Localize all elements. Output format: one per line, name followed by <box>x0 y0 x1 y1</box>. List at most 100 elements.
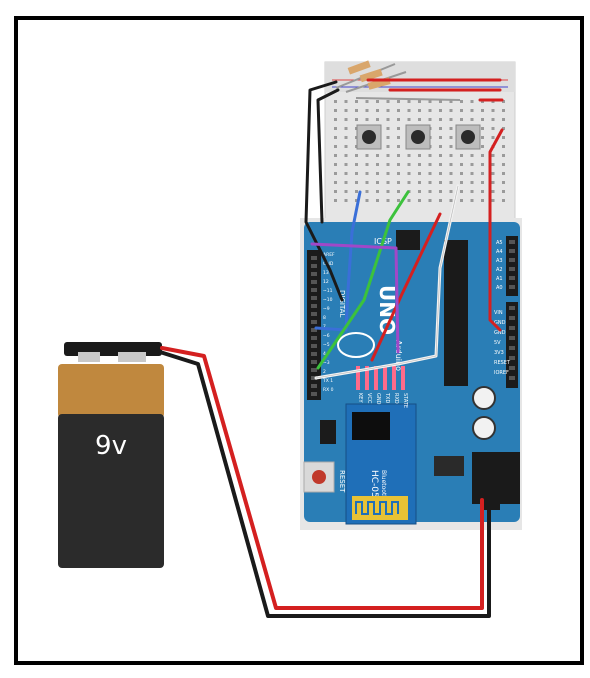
battery-label: 9v <box>95 431 127 461</box>
breadboard-hole <box>470 199 474 202</box>
capacitor-2 <box>472 416 496 440</box>
breadboard-hole <box>407 163 411 166</box>
breadboard-hole <box>418 100 421 103</box>
breadboard-hole <box>481 190 484 193</box>
hc05-pin <box>365 366 369 390</box>
header-pin <box>311 328 317 332</box>
breadboard-hole <box>491 163 495 166</box>
breadboard-hole <box>334 127 337 130</box>
breadboard-hole <box>502 145 505 148</box>
breadboard-hole <box>460 172 463 175</box>
breadboard-hole <box>470 118 474 121</box>
breadboard-hole <box>334 109 337 112</box>
breadboard-hole <box>344 145 348 148</box>
breadboard-hole <box>418 181 421 184</box>
breadboard-hole <box>491 190 495 193</box>
hc05-pin-label: TXD <box>384 392 390 403</box>
breadboard-hole <box>470 172 474 175</box>
breadboard-hole <box>481 118 484 121</box>
breadboard-hole <box>439 199 442 202</box>
reset-button[interactable]: RESET <box>303 461 346 493</box>
breadboard-hole <box>386 154 390 157</box>
reset-label: RESET <box>338 470 346 493</box>
breadboard-hole <box>365 109 369 112</box>
breadboard-hole <box>481 163 484 166</box>
header-pin <box>311 312 317 316</box>
breadboard-hole <box>502 190 505 193</box>
breadboard-hole <box>460 199 463 202</box>
breadboard-hole <box>502 127 505 130</box>
breadboard-hole <box>460 100 463 103</box>
power-pin <box>509 346 515 350</box>
breadboard-hole <box>365 154 369 157</box>
breadboard-hole <box>334 136 337 139</box>
breadboard-hole <box>386 172 390 175</box>
breadboard-hole <box>428 118 432 121</box>
header-pin <box>311 376 317 380</box>
breadboard-hole <box>470 163 474 166</box>
header-pin <box>311 392 317 396</box>
breadboard-hole <box>376 163 379 166</box>
power-pin-label: RESET <box>494 360 511 366</box>
wire-green <box>316 190 410 370</box>
breadboard-hole <box>502 154 505 157</box>
breadboard-hole <box>365 118 369 121</box>
digital-pin-label: RX 0 <box>323 387 334 393</box>
breadboard-hole <box>334 172 337 175</box>
power-pin <box>509 316 515 320</box>
analog-pin <box>509 258 515 262</box>
voltage-regulator <box>434 456 464 476</box>
breadboard-hole <box>481 181 484 184</box>
breadboard-hole <box>355 109 358 112</box>
breadboard-hole <box>334 118 337 121</box>
breadboard-hole <box>439 190 442 193</box>
power-pin <box>509 326 515 330</box>
digital-pin-label: 4 <box>323 351 326 357</box>
header-pin <box>311 320 317 324</box>
breadboard-hole <box>344 118 348 121</box>
breadboard-hole <box>397 172 400 175</box>
wires <box>158 78 504 618</box>
breadboard-hole <box>365 181 369 184</box>
breadboard-hole <box>407 172 411 175</box>
breadboard-hole <box>428 163 432 166</box>
digital-pin-label: 12 <box>323 279 329 285</box>
breadboard-hole <box>397 118 400 121</box>
breadboard-hole <box>376 109 379 112</box>
breadboard-hole <box>334 190 337 193</box>
wire-red-vcc <box>370 212 442 362</box>
breadboard-hole <box>407 109 411 112</box>
breadboard-hole <box>397 100 400 103</box>
breadboard-hole <box>481 145 484 148</box>
digital-pin-label: ~11 <box>323 288 333 294</box>
wire-battery-black <box>158 350 491 618</box>
breadboard-hole <box>502 118 505 121</box>
breadboard-hole <box>365 172 369 175</box>
power-pin-label: 3V3 <box>494 350 504 356</box>
svg-text:Arduino: Arduino <box>394 340 403 371</box>
breadboard-hole <box>428 100 432 103</box>
hc05-pin-label: GND <box>375 393 381 405</box>
breadboard-hole <box>491 127 495 130</box>
breadboard-hole <box>460 154 463 157</box>
breadboard-hole <box>439 100 442 103</box>
breadboard-hole <box>460 163 463 166</box>
breadboard-hole <box>439 127 442 130</box>
push-button-3[interactable] <box>455 124 481 150</box>
breadboard-hole <box>449 163 453 166</box>
breadboard-hole <box>344 136 348 139</box>
digital-pin-label: 7 <box>323 324 326 330</box>
breadboard-hole <box>418 109 421 112</box>
breadboard-hole <box>355 199 358 202</box>
power-pin <box>509 356 515 360</box>
header-pin <box>311 288 317 292</box>
push-button-2[interactable] <box>405 124 431 150</box>
breadboard-hole <box>397 109 400 112</box>
breadboard-hole <box>334 145 337 148</box>
push-button-1[interactable] <box>356 124 382 150</box>
breadboard-hole <box>418 172 421 175</box>
breadboard-hole <box>397 199 400 202</box>
wire-battery-red <box>160 346 484 610</box>
icsp2-header <box>320 420 336 444</box>
